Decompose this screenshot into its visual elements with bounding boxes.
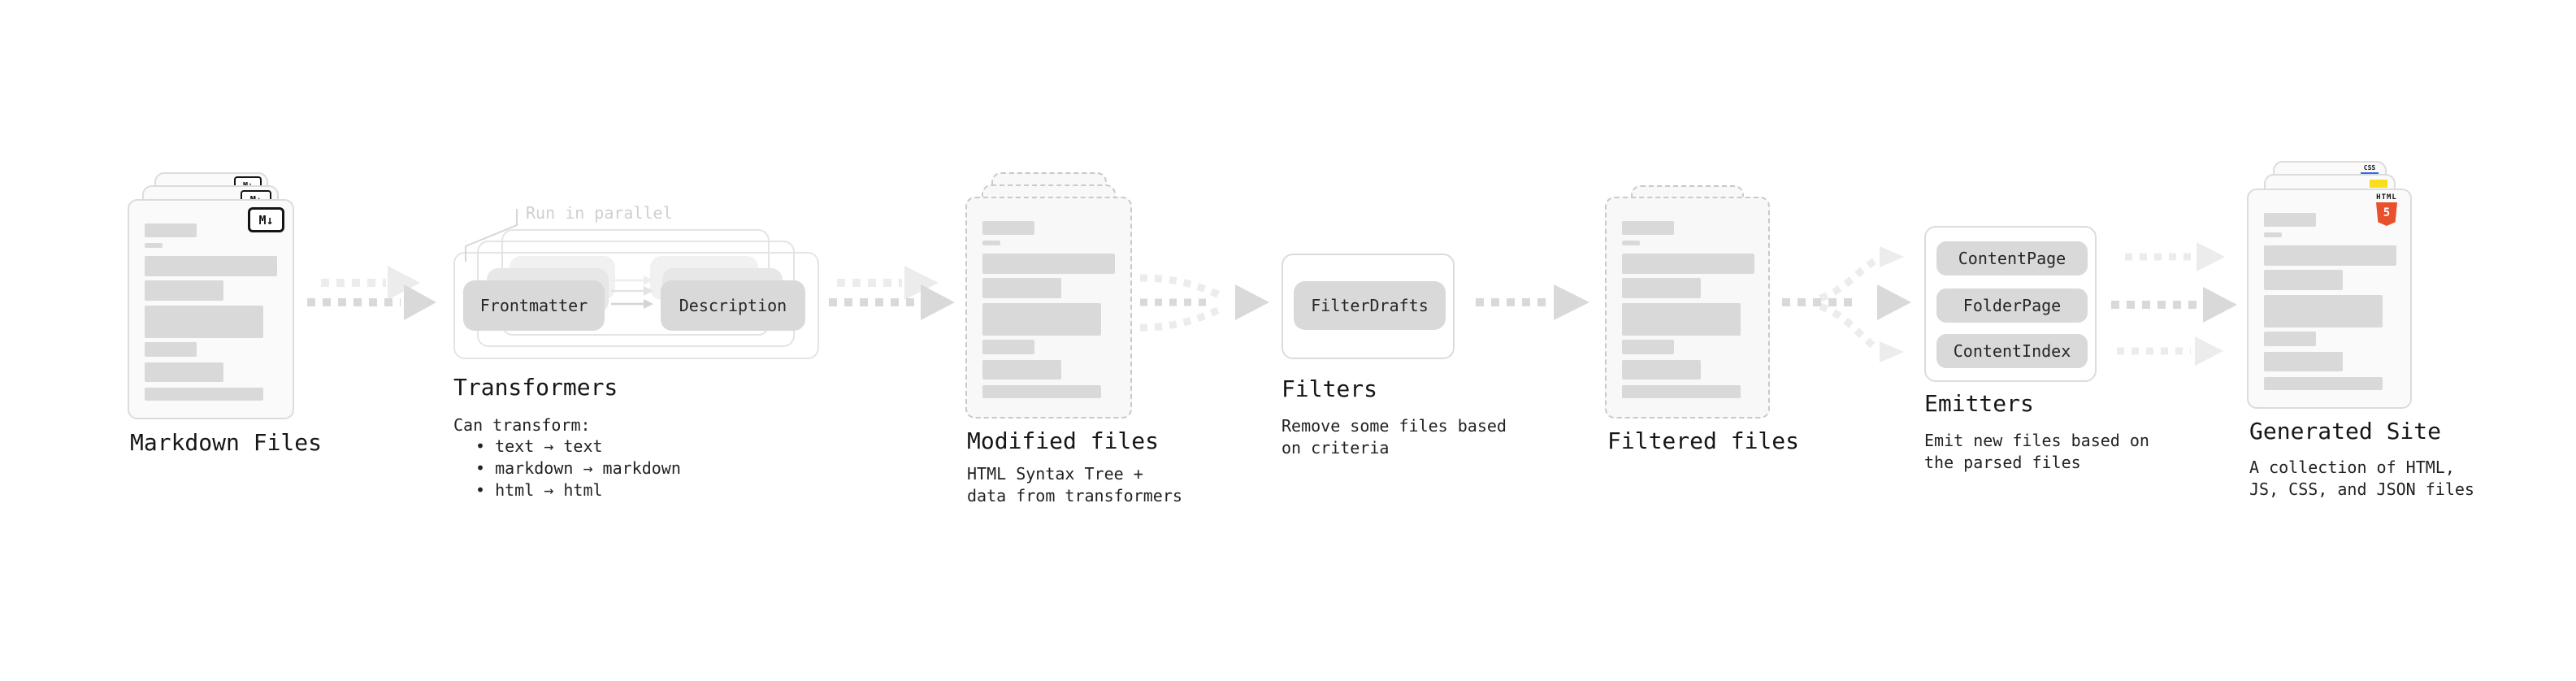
emitter-badge-contentindex: ContentIndex (1936, 334, 2088, 368)
stage-title-modified-files: Modified files (967, 427, 1160, 454)
stage-title-markdown-files: Markdown Files (130, 429, 323, 456)
transformer-badge-description: Description (661, 280, 805, 331)
modified-files-desc: HTML Syntax Tree + data from transformer… (967, 464, 1182, 505)
generated-file-card-html: HTML 5 (2247, 189, 2412, 409)
stage-title-filters: Filters (1281, 375, 1378, 402)
filters-panel: FilterDrafts (1281, 254, 1455, 359)
stage-title-filtered-files: Filtered files (1607, 427, 1800, 454)
emitter-badge-contentpage: ContentPage (1936, 241, 2088, 275)
filters-desc: Remove some files based on criteria (1281, 416, 1507, 458)
run-in-parallel-note: Run in parallel (526, 203, 673, 223)
arrow-filters-to-filtered (1476, 284, 1589, 320)
stage-title-transformers: Transformers (453, 374, 618, 401)
emitters-panel: ContentPage FolderPage ContentIndex (1924, 226, 2097, 382)
filtered-file-card-front (1605, 197, 1770, 419)
arrow-transformers-to-modified (829, 266, 955, 320)
arrow-modified-to-filters-merge (1139, 274, 1269, 332)
css-icon: CSS (2361, 165, 2379, 175)
transformers-bullet-list: • text → text • markdown → markdown • ht… (475, 436, 681, 501)
bullet-item: • markdown → markdown (475, 458, 681, 478)
arrows-emitters-to-generated (2111, 242, 2237, 366)
filter-badge-filterdrafts: FilterDrafts (1294, 281, 1446, 330)
stage-title-emitters: Emitters (1924, 390, 2034, 417)
markdown-icon: M↓ (248, 207, 284, 232)
bullet-item: • html → html (475, 480, 603, 500)
arrow-filtered-to-emitters-branch (1782, 246, 1911, 362)
transformer-card-front: Frontmatter Description (453, 252, 819, 359)
emitter-badge-folderpage: FolderPage (1936, 288, 2088, 323)
generated-site-desc: A collection of HTML, JS, CSS, and JSON … (2249, 458, 2474, 499)
transformers-desc-heading: Can transform: (453, 415, 591, 435)
bullet-item: • text → text (475, 436, 603, 456)
html5-icon: HTML 5 (2370, 193, 2403, 226)
transformer-badge-frontmatter: Frontmatter (463, 280, 605, 331)
js-icon (2370, 180, 2387, 188)
modified-file-card-front (965, 197, 1132, 419)
transformer-inner-arrows (611, 275, 653, 309)
run-in-parallel-leader-line (465, 209, 518, 262)
arrow-markdown-to-transformers (307, 266, 436, 320)
emitters-desc: Emit new files based on the parsed files (1924, 431, 2149, 472)
markdown-file-card-front: M↓ (128, 199, 294, 419)
stage-title-generated-site: Generated Site (2249, 418, 2442, 445)
